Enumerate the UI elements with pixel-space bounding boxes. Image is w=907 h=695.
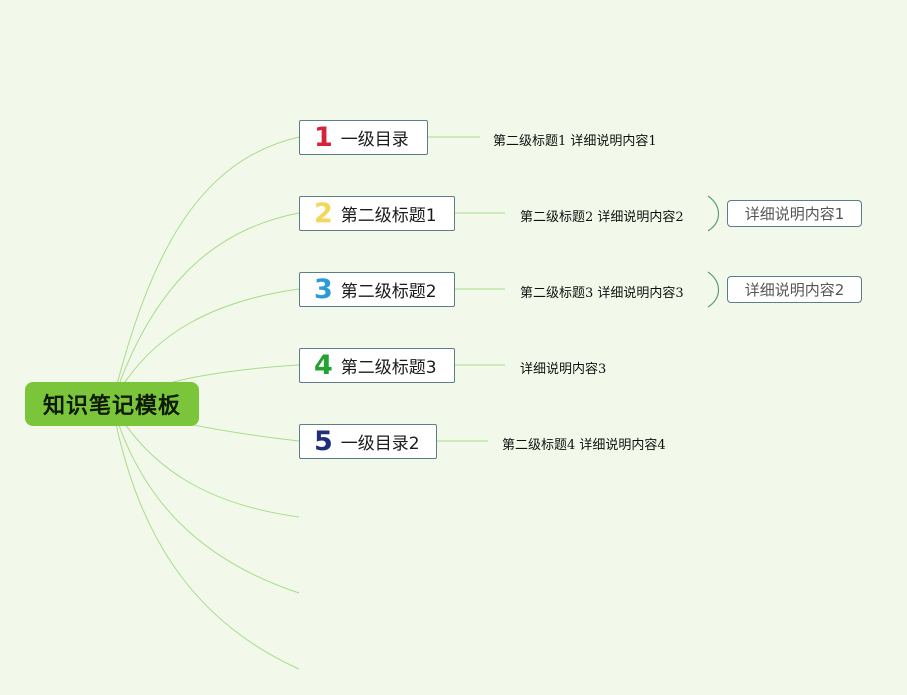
topic-label: 第二级标题1 — [340, 206, 437, 226]
subtopic-node-3[interactable]: 第二级标题3 详细说明内容3 — [520, 286, 684, 301]
number-icon-2: 2 — [314, 198, 333, 229]
number-icon-1: 1 — [314, 122, 333, 153]
branch-line — [111, 403, 300, 518]
leaf-node-2[interactable]: 详细说明内容2 — [727, 276, 862, 303]
subtopic-node-2[interactable]: 第二级标题2 详细说明内容2 — [520, 210, 684, 225]
topic-node-3[interactable]: 3 第二级标题2 — [299, 272, 455, 307]
branch-line — [111, 136, 300, 405]
branch-line — [111, 403, 300, 670]
subtopic-node-5[interactable]: 第二级标题4 详细说明内容4 — [502, 438, 666, 453]
leaf-node-1[interactable]: 详细说明内容1 — [727, 200, 862, 227]
topic-node-5[interactable]: 5 一级目录2 — [299, 424, 437, 459]
branch-line — [111, 288, 300, 405]
topic-label: 第二级标题2 — [340, 282, 437, 302]
subtopic-node-1[interactable]: 第二级标题1 详细说明内容1 — [493, 134, 657, 149]
subtopic-node-4[interactable]: 详细说明内容3 — [520, 362, 607, 377]
number-icon-4: 4 — [314, 350, 333, 381]
branch-line — [111, 403, 300, 594]
topic-node-2[interactable]: 2 第二级标题1 — [299, 196, 455, 231]
bracket — [707, 195, 720, 232]
topic-node-4[interactable]: 4 第二级标题3 — [299, 348, 455, 383]
bracket — [707, 271, 720, 308]
topic-label: 一级目录 — [340, 130, 409, 150]
topic-label: 一级目录2 — [340, 434, 420, 454]
topic-node-1[interactable]: 1 一级目录 — [299, 120, 428, 155]
branch-line — [111, 212, 300, 405]
root-node[interactable]: 知识笔记模板 — [25, 382, 199, 426]
number-icon-3: 3 — [314, 274, 333, 305]
topic-label: 第二级标题3 — [340, 358, 437, 378]
number-icon-5: 5 — [314, 426, 333, 457]
